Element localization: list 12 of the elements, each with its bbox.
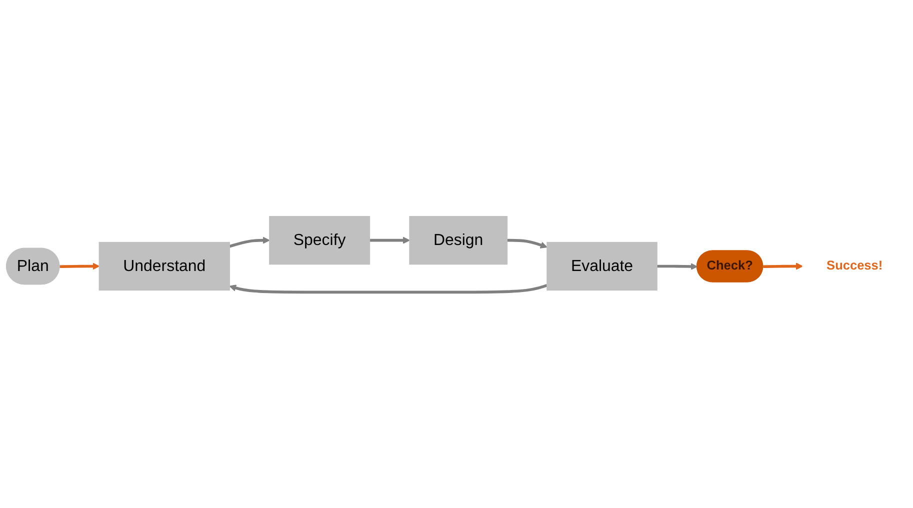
node-box: Understand: [98, 242, 230, 290]
node-box: Design: [409, 216, 508, 264]
arrow: [763, 262, 803, 270]
arrow: [657, 262, 698, 270]
arrow: [507, 238, 548, 248]
arrow: [229, 284, 548, 294]
arrow: [229, 236, 270, 248]
node-box: Evaluate: [546, 242, 658, 290]
node-text: Success!: [826, 258, 883, 272]
node-box: Specify: [269, 216, 370, 264]
arrow: [370, 236, 410, 244]
arrow: [60, 262, 100, 270]
